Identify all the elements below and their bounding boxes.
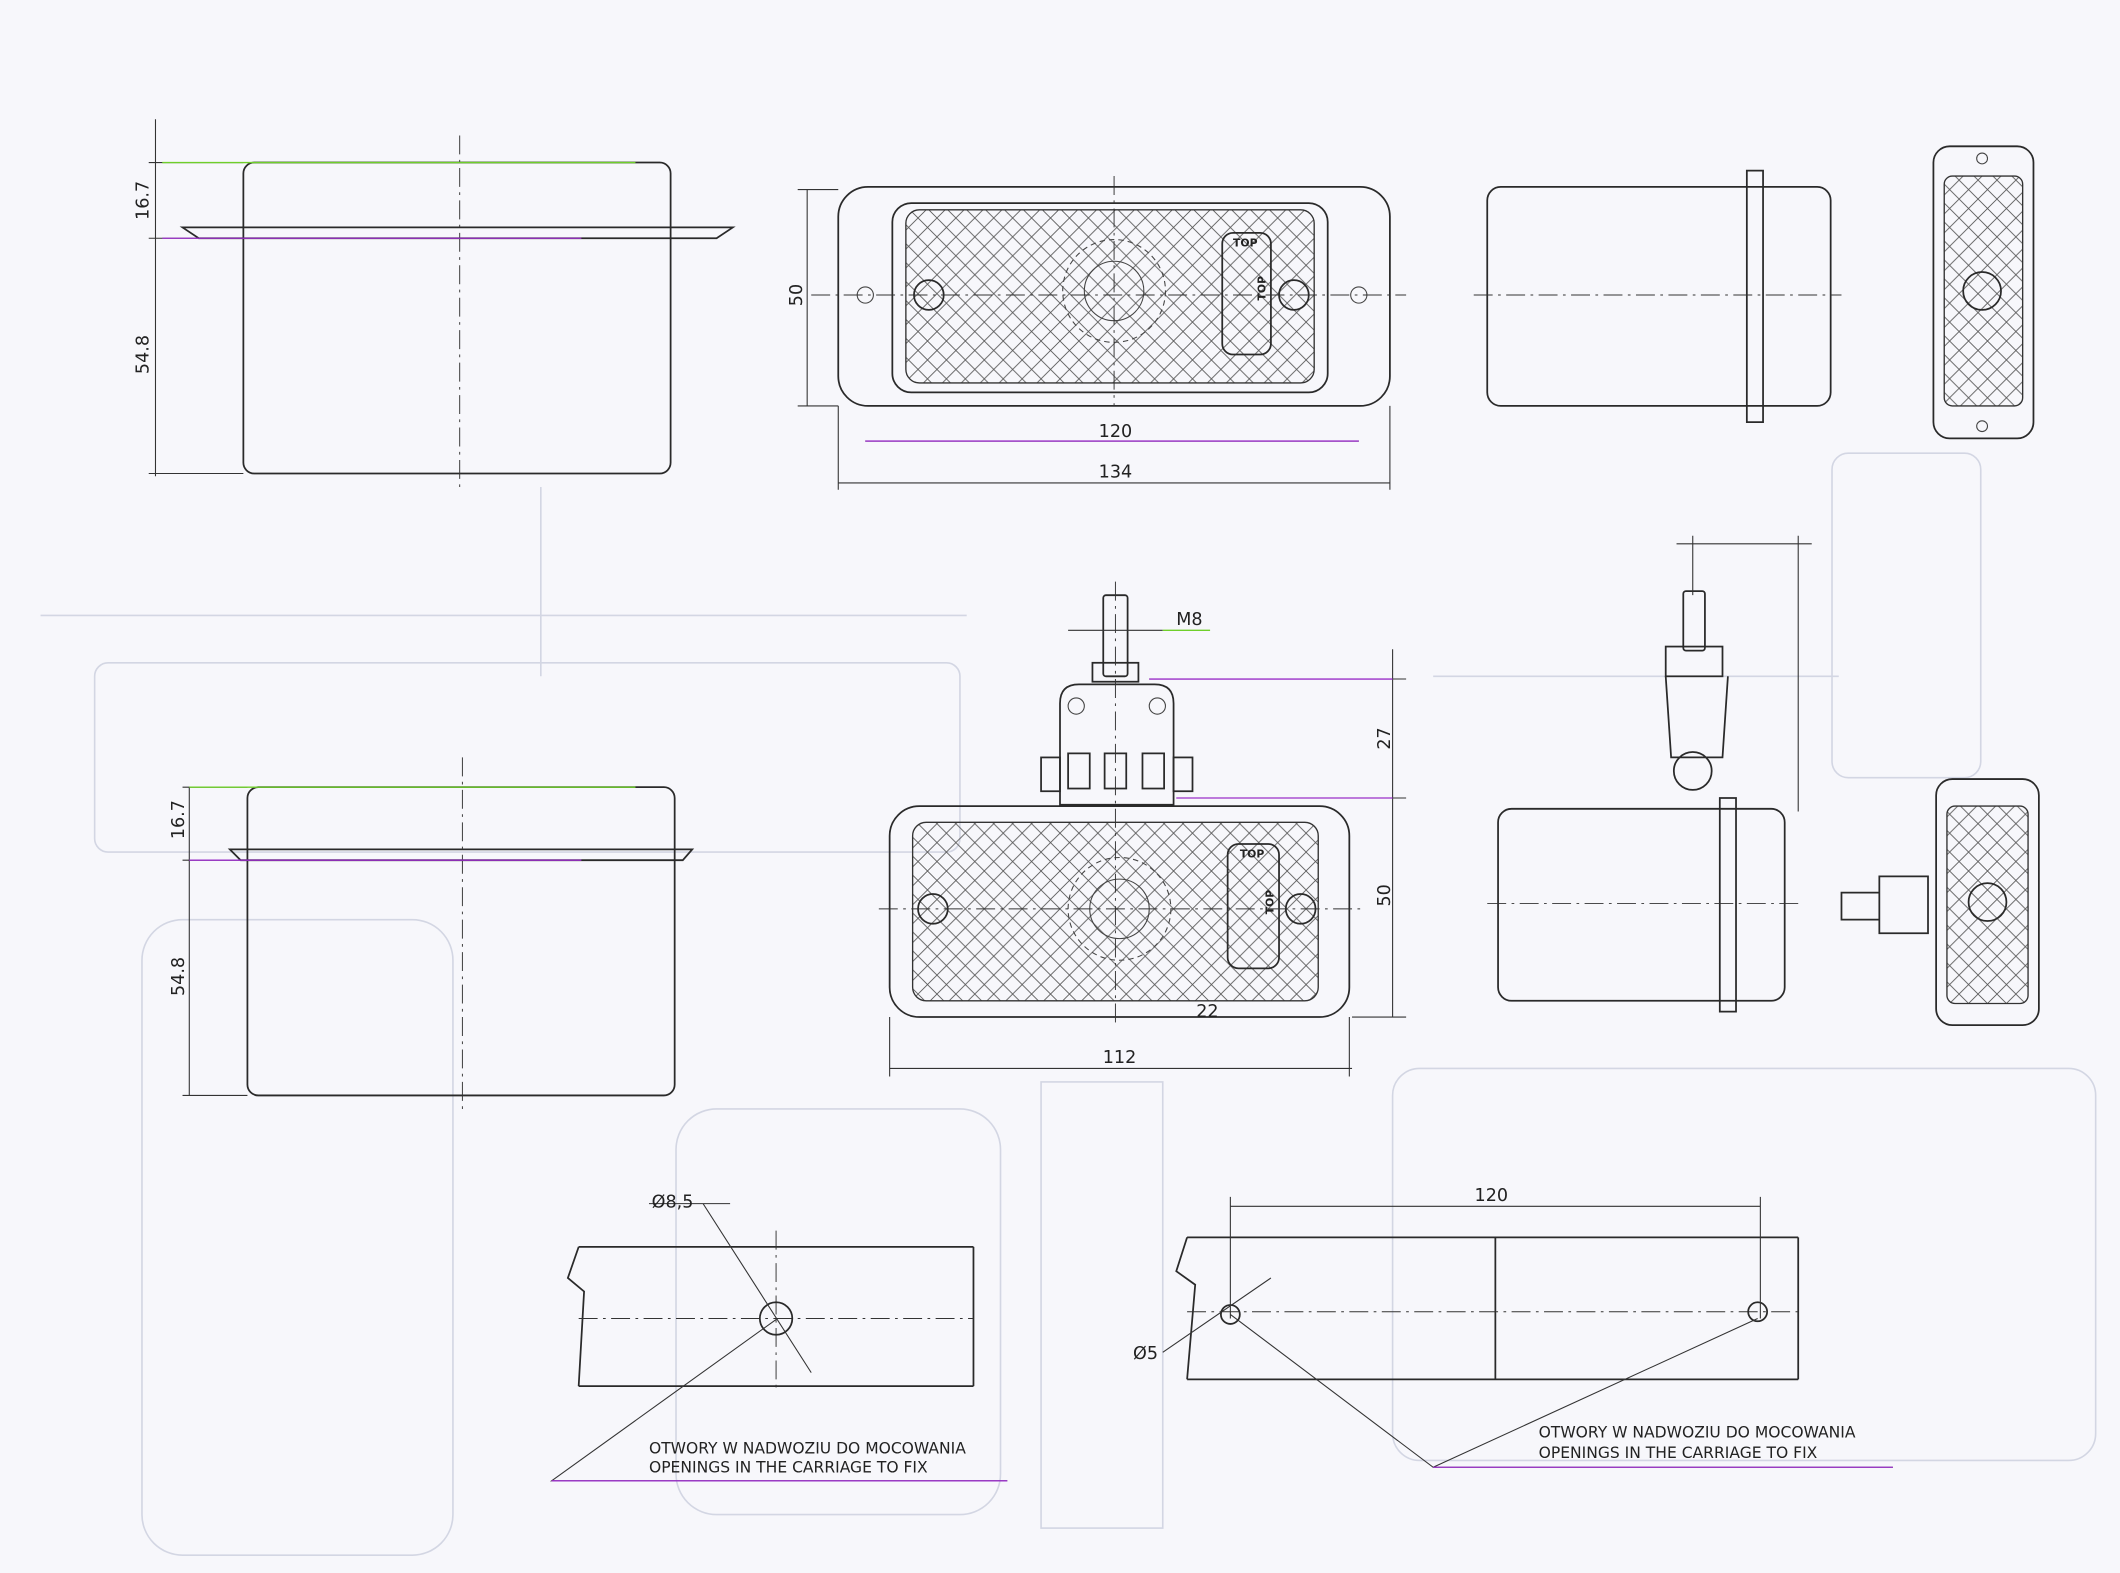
dim-flange-label: 16.7 [134,181,154,220]
hole-detail-single: Ø8,5 OTWORY W NADWOZIU DO MOCOWANIA OPEN… [549,1193,1008,1482]
dim-diameter-label: Ø8,5 [652,1193,694,1213]
caption-pl: OTWORY W NADWOZIU DO MOCOWANIA [649,1440,966,1458]
caption-en: OPENINGS IN THE CARRIAGE TO FIX [649,1459,928,1477]
dim-spacing-label: 120 [1475,1186,1509,1206]
lens-marking-top: TOP [1240,847,1265,860]
side-view-top: 16.7 54.8 [134,119,736,488]
dim-overall-width-label: 134 [1099,463,1133,483]
dim-flange-label: 16.7 [169,800,189,839]
dim-diameter-label: Ø5 [1133,1344,1158,1364]
caption-pl: OTWORY W NADWOZIU DO MOCOWANIA [1539,1424,1856,1442]
dim-offset-label: 22 [1196,1002,1218,1022]
dim-hole-spacing-label: 120 [1099,422,1133,442]
side-view-right [1473,145,2035,440]
lens-marking-side: TOP [1264,890,1277,915]
dim-body-label: 54.8 [169,957,189,996]
side-view-bottom: 16.7 54.8 [169,757,695,1109]
dim-thread-label: M8 [1176,610,1202,630]
dim-width-label: 112 [1103,1048,1137,1068]
dim-height-label: 50 [787,284,807,306]
dim-body-label: 54.8 [134,335,154,374]
side-view-with-bracket [1487,535,2040,1027]
hole-detail-double: 120 Ø5 OTWORY W NADWOZIU DO MOCOWANIA OP… [1133,1186,1893,1468]
lens-marking-side: TOP [1256,276,1269,301]
dim-height-label: 50 [1375,884,1395,906]
front-view-with-bracket: TOP TOP M8 27 50 22 112 [878,581,1407,1077]
caption-en: OPENINGS IN THE CARRIAGE TO FIX [1539,1444,1818,1462]
front-view: TOP TOP 50 120 134 [787,176,1407,490]
lens-marking-top: TOP [1233,236,1258,249]
background-show-through [40,452,2097,1556]
dim-bracket-height-label: 27 [1375,727,1395,749]
